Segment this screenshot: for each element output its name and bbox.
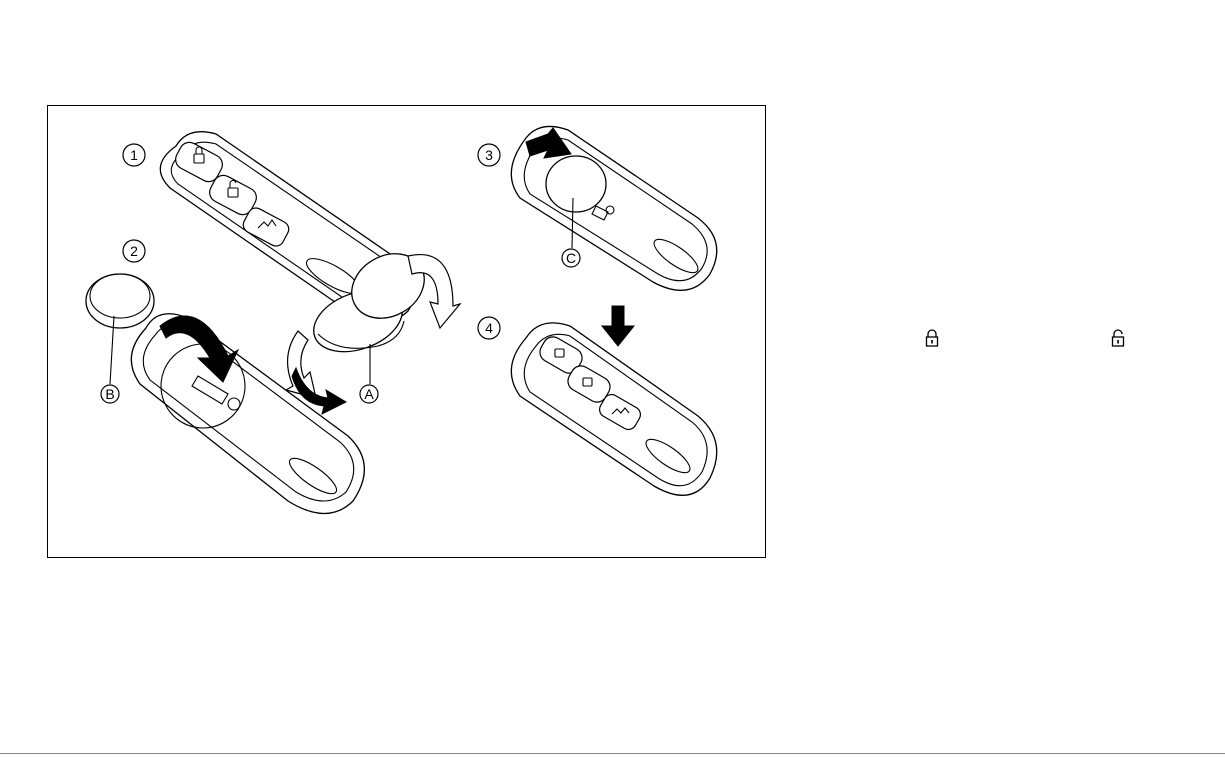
lock-icon	[924, 328, 940, 348]
step-marker-4: 4	[478, 317, 500, 339]
part-marker-c: C	[562, 249, 580, 267]
step-marker-1: 1	[123, 144, 145, 166]
step-marker-3: 3	[478, 144, 500, 166]
step-label-3: 3	[485, 147, 493, 163]
step-label-1: 1	[130, 147, 138, 163]
figure-drawing: 1 2 3 4 A B C	[48, 106, 767, 559]
part-marker-a: A	[360, 385, 378, 403]
part-label-b: B	[105, 386, 114, 402]
part-label-a: A	[364, 386, 374, 402]
page-bottom-rule	[0, 753, 1225, 754]
part-label-c: C	[566, 250, 576, 266]
part-marker-b: B	[101, 385, 119, 403]
straight-arrow-step-4	[602, 306, 634, 346]
key-fob-step-4	[511, 323, 716, 495]
step-label-4: 4	[485, 320, 493, 336]
unlock-icon	[1110, 328, 1126, 348]
step-label-2: 2	[130, 243, 138, 259]
step-marker-2: 2	[123, 240, 145, 262]
battery-replacement-figure: 1 2 3 4 A B C	[47, 105, 766, 558]
